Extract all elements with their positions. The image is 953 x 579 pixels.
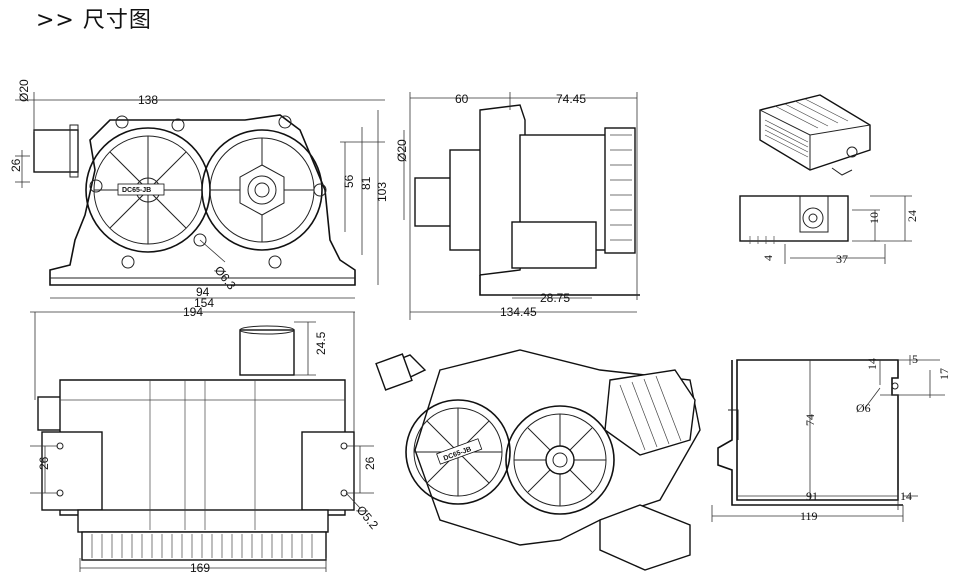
- dim-outlet-diameter: Ø20: [395, 139, 409, 162]
- dim-height-81: 81: [359, 176, 373, 190]
- dim-ctrl-37: 37: [836, 252, 848, 266]
- dim-bracket-91: 91: [806, 489, 818, 503]
- top-view: 194 24.5 26 26 Ø5.2 169: [30, 305, 381, 575]
- dim-height-56: 56: [342, 174, 356, 188]
- dim-left-26: 26: [9, 158, 23, 172]
- dim-inlet-diameter: Ø20: [17, 79, 31, 102]
- dim-ctrl-10: 10: [867, 212, 881, 224]
- dim-top-left-26: 26: [37, 456, 51, 470]
- dim-side-60: 60: [455, 92, 469, 106]
- dim-bracket-17: 17: [937, 368, 951, 380]
- dim-top-169: 169: [190, 561, 210, 575]
- pump-label: DC65-JB: [122, 187, 151, 194]
- dim-top-24-5: 24.5: [314, 331, 328, 355]
- dim-height-103: 103: [375, 182, 389, 202]
- dim-top-right-26: 26: [363, 456, 377, 470]
- dim-base-154: 154: [194, 296, 214, 310]
- page-title: >> 尺寸图: [36, 8, 152, 33]
- bracket-view: 5 14 17 Ø6 74 91 14 119: [711, 352, 951, 523]
- controller-view: 24 10 37 4: [739, 94, 919, 266]
- side-view: 60 74.45 Ø20 28.75 134.45: [395, 92, 640, 320]
- dim-ctrl-24: 24: [905, 210, 919, 222]
- dim-bracket-119: 119: [800, 509, 818, 523]
- iso-view: DC65-JB: [375, 349, 701, 571]
- dim-base-94: 94: [196, 285, 210, 299]
- front-view: DC65-JB: [9, 79, 389, 313]
- dim-ctrl-4: 4: [761, 255, 775, 261]
- dim-bracket-14: 14: [865, 358, 879, 370]
- dim-bracket-hole-6: Ø6: [856, 401, 871, 415]
- dim-width-138: 138: [138, 93, 158, 107]
- dim-top-hole-5-2: Ø5.2: [354, 503, 382, 532]
- dim-side-74-45: 74.45: [556, 92, 586, 106]
- dim-bracket-74: 74: [803, 414, 817, 426]
- dim-side-134-45: 134.45: [500, 305, 537, 319]
- dim-top-194: 194: [183, 305, 203, 319]
- dim-side-28-75: 28.75: [540, 291, 570, 305]
- dim-bracket-14b: 14: [900, 489, 912, 503]
- dim-bracket-5: 5: [912, 352, 918, 366]
